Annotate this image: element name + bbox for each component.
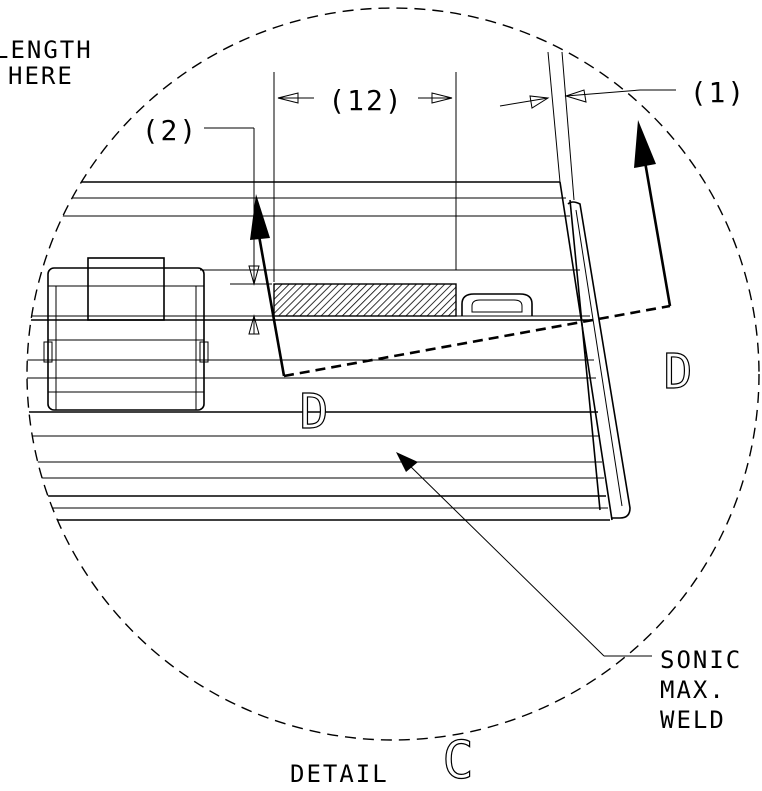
dim-2-label: (2) bbox=[142, 114, 199, 147]
weld-note-line3: WELD bbox=[660, 706, 726, 734]
weld-note-line1: SONIC bbox=[660, 646, 742, 674]
dim-1-label: (1) bbox=[690, 76, 747, 109]
section-label-left: D bbox=[300, 384, 329, 440]
callout-length-line1: LENGTH bbox=[0, 36, 93, 64]
weld-note-line2: MAX. bbox=[660, 676, 726, 704]
part-geometry bbox=[27, 181, 631, 521]
detail-letter: C bbox=[442, 731, 473, 791]
section-label-right: D bbox=[664, 344, 693, 400]
dim-12-label: (12) bbox=[328, 84, 403, 117]
detail-boundary-circle bbox=[26, 7, 760, 741]
detail-title: DETAIL bbox=[290, 760, 389, 788]
callout-length-line2: HERE bbox=[8, 62, 74, 90]
weld-hatch-area bbox=[273, 283, 457, 317]
section-line-d-d bbox=[283, 304, 671, 378]
